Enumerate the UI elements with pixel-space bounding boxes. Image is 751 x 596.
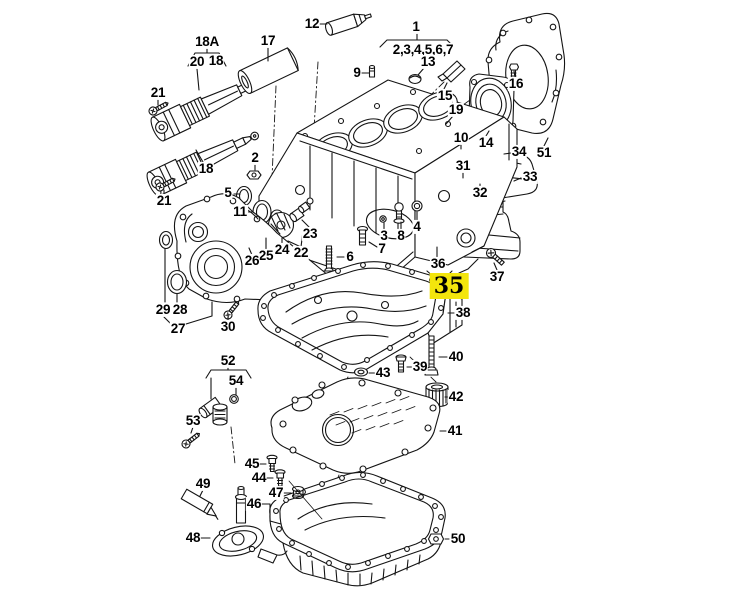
callout-43[interactable]: 43 bbox=[374, 364, 392, 381]
callout-10[interactable]: 10 bbox=[452, 129, 470, 146]
callout-46[interactable]: 46 bbox=[245, 495, 263, 512]
oil-fitting-drawing bbox=[198, 396, 228, 426]
upper-oil-pan-drawing bbox=[257, 261, 463, 374]
seal-ring-29-drawing bbox=[158, 230, 174, 250]
callout-47[interactable]: 47 bbox=[267, 484, 285, 501]
callout-18[interactable]: 18 bbox=[207, 52, 225, 69]
callout-32[interactable]: 32 bbox=[471, 184, 489, 201]
callout-31[interactable]: 31 bbox=[454, 157, 472, 174]
nut-2-drawing bbox=[246, 170, 262, 180]
callout-33[interactable]: 33 bbox=[521, 168, 539, 185]
windage-tray-drawing bbox=[270, 377, 441, 474]
callout-17[interactable]: 17 bbox=[259, 32, 277, 49]
callout-21[interactable]: 21 bbox=[149, 84, 167, 101]
seal-ring-28-drawing bbox=[166, 269, 188, 295]
callout-1[interactable]: 1 bbox=[411, 18, 421, 35]
callout-14[interactable]: 14 bbox=[477, 134, 495, 151]
bolt-alignment-line bbox=[288, 480, 323, 520]
washer-43-drawing bbox=[353, 367, 369, 377]
callout-3[interactable]: 3 bbox=[379, 227, 389, 244]
drain-plug-drawing bbox=[427, 533, 445, 545]
callout-16[interactable]: 16 bbox=[507, 75, 525, 92]
plug-3-drawing bbox=[379, 215, 387, 223]
bolt-7-drawing bbox=[356, 225, 369, 246]
callout-28[interactable]: 28 bbox=[171, 301, 189, 318]
callout-39[interactable]: 39 bbox=[411, 358, 429, 375]
callout-29[interactable]: 29 bbox=[154, 301, 172, 318]
callout-36[interactable]: 36 bbox=[429, 255, 447, 272]
bolt-45-drawing bbox=[266, 454, 278, 473]
oil-level-sensor-drawing bbox=[211, 485, 288, 564]
callout-51[interactable]: 51 bbox=[535, 144, 553, 161]
callout-38[interactable]: 38 bbox=[454, 304, 472, 321]
callout-12[interactable]: 12 bbox=[303, 15, 321, 32]
callout-41[interactable]: 41 bbox=[446, 422, 464, 439]
sealant-tube-49-drawing bbox=[180, 488, 219, 520]
callout-15[interactable]: 15 bbox=[436, 87, 454, 104]
bolt-39-drawing bbox=[395, 354, 407, 373]
callout-8[interactable]: 8 bbox=[396, 227, 406, 244]
plug-9-drawing bbox=[368, 64, 376, 78]
callout-19[interactable]: 19 bbox=[447, 101, 465, 118]
callout-54[interactable]: 54 bbox=[227, 372, 245, 389]
callout-26[interactable]: 26 bbox=[243, 252, 261, 269]
callout-20[interactable]: 20 bbox=[188, 53, 206, 70]
ring-4-drawing bbox=[411, 200, 423, 212]
callout-13[interactable]: 13 bbox=[419, 53, 437, 70]
o-ring-54-drawing bbox=[229, 394, 239, 404]
callout-37[interactable]: 37 bbox=[488, 268, 506, 285]
callout-34[interactable]: 34 bbox=[510, 143, 528, 160]
callout-53[interactable]: 53 bbox=[184, 412, 202, 429]
callout-25[interactable]: 25 bbox=[257, 247, 275, 264]
callout-21[interactable]: 21 bbox=[155, 192, 173, 209]
callout-23[interactable]: 23 bbox=[301, 225, 319, 242]
cap-13-drawing bbox=[408, 73, 422, 85]
callout-2[interactable]: 2 bbox=[250, 149, 260, 166]
sleeve-17-drawing bbox=[237, 47, 299, 94]
callout-50[interactable]: 50 bbox=[449, 530, 467, 547]
callout-30[interactable]: 30 bbox=[219, 318, 237, 335]
callout-5[interactable]: 5 bbox=[223, 184, 233, 201]
callout-2-3-4-5-6-7[interactable]: 2,3,4,5,6,7 bbox=[391, 41, 455, 58]
callout-7[interactable]: 7 bbox=[377, 240, 387, 257]
callout-35[interactable]: 35 bbox=[429, 273, 469, 299]
callout-49[interactable]: 49 bbox=[194, 475, 212, 492]
bolt-44-drawing bbox=[274, 469, 286, 487]
callout-40[interactable]: 40 bbox=[447, 348, 465, 365]
callout-11[interactable]: 11 bbox=[232, 203, 248, 220]
sealant-tube-15-drawing bbox=[437, 60, 466, 83]
callout-18A[interactable]: 18A bbox=[194, 33, 220, 50]
callout-45[interactable]: 45 bbox=[243, 455, 261, 472]
callout-44[interactable]: 44 bbox=[250, 469, 268, 486]
callout-22[interactable]: 22 bbox=[292, 244, 310, 261]
callout-4[interactable]: 4 bbox=[412, 218, 422, 235]
callout-27[interactable]: 27 bbox=[169, 320, 187, 337]
bolt-37-drawing bbox=[485, 247, 505, 266]
callout-24[interactable]: 24 bbox=[273, 241, 291, 258]
callout-48[interactable]: 48 bbox=[184, 529, 202, 546]
callout-9[interactable]: 9 bbox=[352, 64, 362, 81]
lower-oil-pan-drawing bbox=[269, 471, 446, 587]
callout-42[interactable]: 42 bbox=[447, 388, 465, 405]
pump-plunger-drawing bbox=[289, 197, 314, 223]
callout-52[interactable]: 52 bbox=[219, 352, 237, 369]
valve-8-drawing bbox=[393, 202, 405, 224]
callout-6[interactable]: 6 bbox=[345, 248, 355, 265]
cartridge-12-drawing bbox=[324, 13, 372, 36]
callout-18[interactable]: 18 bbox=[197, 160, 215, 177]
